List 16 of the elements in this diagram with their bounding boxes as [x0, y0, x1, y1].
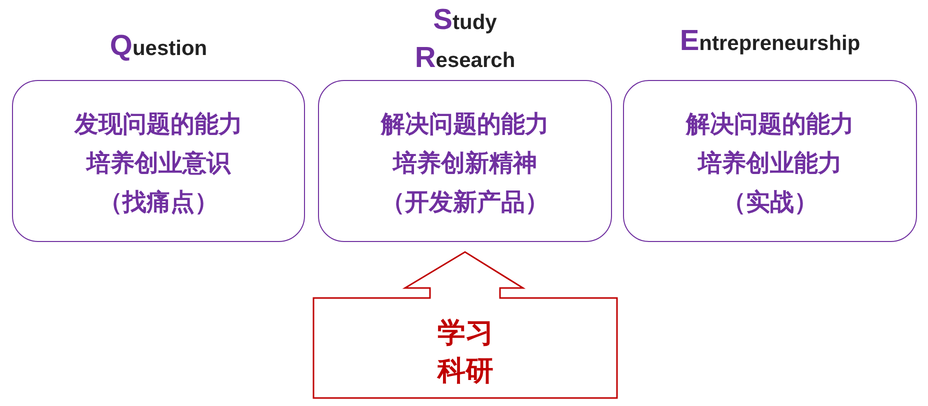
card-text: 解决问题的能力 — [380, 109, 550, 140]
card-text: 培养创新精神 — [391, 148, 538, 179]
card-heading: Study — [432, 4, 498, 37]
arrow-label: 科研 — [436, 353, 494, 389]
card-text: 培养创业意识 — [84, 148, 232, 179]
card-heading: Research — [414, 42, 516, 75]
block-arrow — [312, 250, 619, 400]
card-text: 解决问题的能力 — [684, 109, 855, 140]
card-text: 发现问题的能力 — [73, 109, 244, 140]
card-text: （找痛点） — [98, 187, 220, 218]
card-heading: Question — [108, 30, 208, 63]
card-text: 培养创业能力 — [696, 148, 843, 179]
arrow-label: 学习 — [436, 315, 494, 351]
card-text: （开发新产品） — [380, 187, 550, 218]
card-heading: Entrepreneurship — [678, 25, 862, 58]
card-text: （实战） — [721, 187, 819, 218]
